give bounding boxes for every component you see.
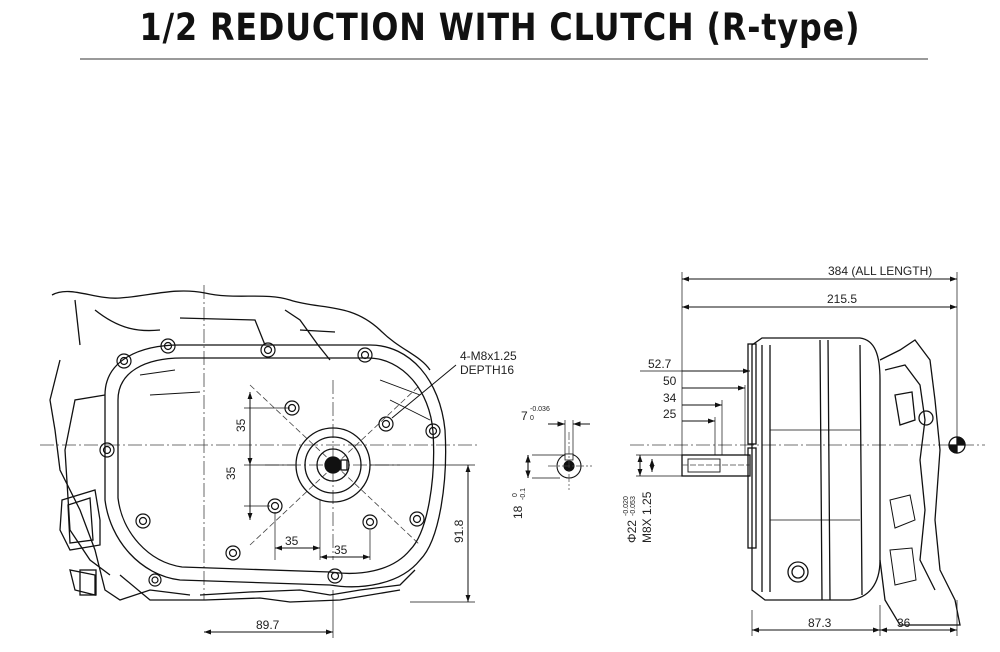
shaft-dia-tol-lower: -0.053 [630,496,637,516]
output-shaft [681,454,751,477]
dim-52-7: 52.7 [648,357,672,371]
dim-36: 36 [897,616,911,630]
engine-block-side [879,339,961,626]
crankcase-outline [104,344,447,588]
key-width-tol-lower: 0 [530,415,534,422]
key-view [525,420,592,490]
dim-pitch-h1: 35 [285,534,299,548]
key-labels: 7 -0.036 0 18 0 -0.1 [511,406,550,519]
front-view [40,285,480,603]
shaft-dia-tol-upper: -0.020 [623,496,630,516]
cover-bolts [99,338,441,587]
side-labels: 384 (ALL LENGTH) 215.5 52.7 50 34 25 Φ22… [623,264,932,630]
dim-50: 50 [663,374,677,388]
side-dimensions [636,272,958,636]
key-width-tol-upper: -0.036 [530,406,550,413]
dim-pitch-v2: 35 [224,466,238,480]
dim-pitch-h2: 35 [334,543,348,557]
key-width: 7 [521,409,528,423]
dim-offset: 89.7 [256,618,280,632]
side-view [630,337,985,626]
dim-25: 25 [663,407,677,421]
output-shaft-boss [295,427,371,503]
shaft-thread: M8X 1.25 [640,491,654,543]
front-labels: 4-M8x1.25 DEPTH16 35 35 35 35 91.8 89.7 [224,349,517,632]
page-title: 1/2 REDUCTION WITH CLUTCH (R-type) [139,6,861,49]
dim-87-3: 87.3 [808,616,832,630]
dim-34: 34 [663,391,677,405]
dim-215: 215.5 [827,292,857,306]
front-dimensions [204,392,475,638]
key-depth: 18 [511,505,525,519]
shaft-diameter: Φ22 [625,520,639,543]
dim-all-length: 384 (ALL LENGTH) [828,264,932,278]
engine-top-outline [51,290,431,371]
dim-height: 91.8 [452,519,466,543]
thread-note-line1: 4-M8x1.25 [460,349,517,363]
dim-pitch-v1: 35 [234,418,248,432]
center-marker [948,436,966,454]
key-depth-tol-upper: 0 [512,493,519,497]
title-underline [80,58,928,60]
key-depth-tol-lower: -0.1 [520,488,527,500]
thread-note-line2: DEPTH16 [460,363,514,377]
